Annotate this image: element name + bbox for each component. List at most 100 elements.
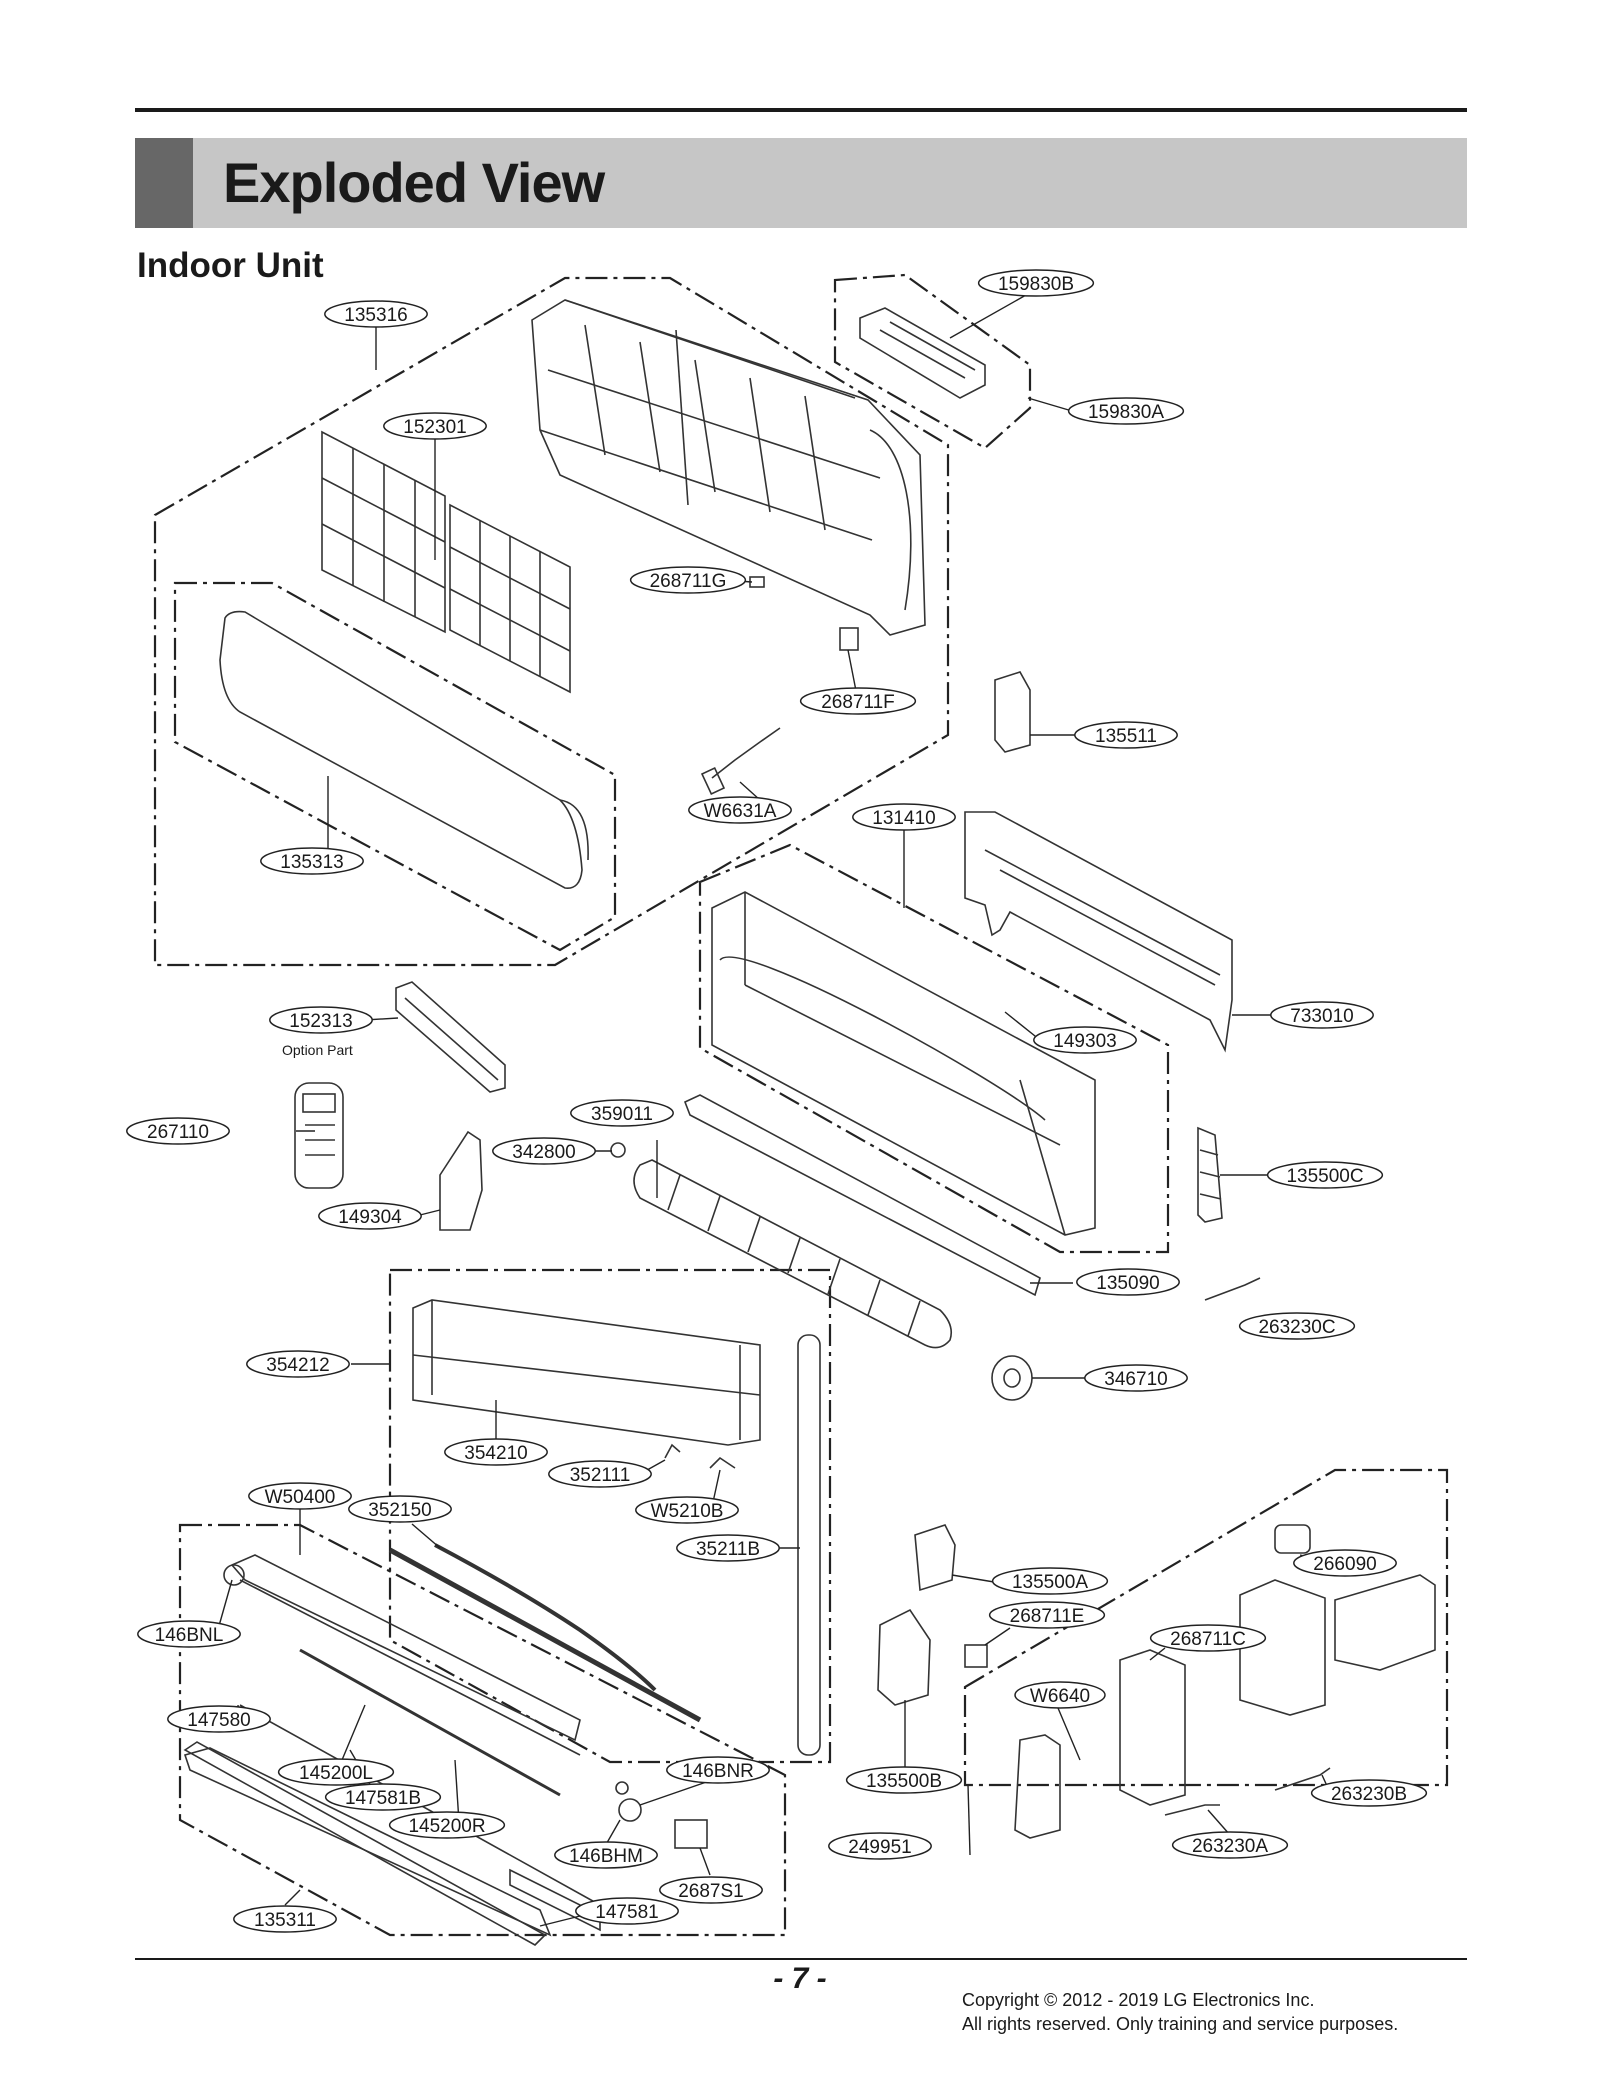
callout-label: 159830B [998, 274, 1074, 295]
callout-146bhm: 146BHM [554, 1841, 658, 1869]
callout-ellipse [554, 1841, 658, 1869]
callout-ellipse [318, 1202, 422, 1230]
bottom-rule [135, 1958, 1467, 1960]
callout-ellipse [1033, 1026, 1137, 1054]
callout-354212: 354212 [246, 1350, 350, 1378]
lower-vane-part [183, 1741, 547, 1946]
callout-label: 146BHM [569, 1846, 643, 1867]
outline-front-assembly [153, 276, 950, 967]
callout-ellipse [248, 1482, 352, 1510]
reactor-part [1274, 1524, 1311, 1554]
outline-control-group [963, 1468, 1449, 1787]
vane-motor-part [223, 1564, 642, 1822]
callout-label: 342800 [512, 1142, 575, 1163]
door-case-part [509, 1868, 601, 1932]
callout-label: 145200R [408, 1816, 485, 1837]
chassis-part [711, 891, 1096, 1236]
callout-label: 135311 [254, 1910, 316, 1931]
callout-ellipse [492, 1137, 596, 1165]
callout-ellipse [233, 1905, 337, 1933]
callout-label: 147581B [345, 1788, 421, 1809]
callout-159830b: 159830B [977, 269, 1095, 297]
callout-ellipse [1014, 1681, 1106, 1709]
callout-135311: 135311 [233, 1905, 337, 1933]
callout-ellipse [635, 1496, 739, 1524]
vane-link-part [299, 1648, 561, 1797]
outline-front-panel [173, 581, 617, 952]
callout-ellipse [799, 687, 917, 715]
callout-ellipse [1270, 1001, 1374, 1029]
title-banner: Exploded View [135, 138, 1467, 228]
part-sketches [183, 299, 1436, 1946]
callout-147581b: 147581B [324, 1783, 442, 1811]
callout-ellipse [666, 1756, 770, 1784]
callout-label: 266090 [1313, 1554, 1376, 1575]
outline-evaporator [388, 1268, 832, 1764]
callout-263230c: 263230C [1238, 1312, 1356, 1340]
callout-ellipse [852, 803, 956, 831]
sensor-board-part [839, 627, 859, 651]
callout-ellipse [629, 566, 747, 594]
vane-frame-part [230, 1554, 581, 1756]
callout-ellipse [1310, 1779, 1428, 1807]
callout-268711f: 268711F [799, 687, 917, 715]
top-cover-part [531, 299, 926, 636]
callout-label: W6631A [704, 801, 777, 822]
outline-vane-group [178, 1523, 787, 1937]
option-part-note: Option Part [282, 1042, 353, 1058]
callout-label: 249951 [848, 1837, 911, 1858]
callout-ellipse [246, 1350, 350, 1378]
callout-152301: 152301 [383, 412, 487, 440]
callout-ellipse [988, 1601, 1106, 1629]
group-outlines [153, 273, 1449, 1937]
callout-135500a: 135500A [991, 1567, 1109, 1595]
top-rule [135, 108, 1467, 112]
bearing-holder-part [439, 1130, 483, 1231]
banner-tab [135, 138, 193, 228]
callout-ellipse [977, 269, 1095, 297]
drain-hose-part [434, 1543, 657, 1692]
callout-352111: 352111 [548, 1460, 652, 1488]
callout-ellipse [1074, 721, 1178, 749]
callout-label: 152301 [403, 417, 466, 438]
callout-ellipse [388, 1811, 506, 1839]
callout-145200r: 145200R [388, 1811, 506, 1839]
callout-149304: 149304 [318, 1202, 422, 1230]
copyright-line-2: All rights reserved. Only training and s… [962, 2014, 1399, 2034]
section-title: Indoor Unit [137, 246, 324, 285]
callout-ellipse [828, 1832, 932, 1860]
callout-35211b: 35211B [676, 1534, 780, 1562]
callout-131410: 131410 [852, 803, 956, 831]
callout-ellipse [324, 1783, 442, 1811]
callout-label: 131410 [872, 808, 935, 829]
callout-267110: 267110 [126, 1117, 230, 1145]
page-number: - 7 - [773, 1962, 827, 1995]
callout-ellipse [167, 1705, 271, 1733]
callout-label: W50400 [265, 1487, 336, 1508]
outline-display-group [833, 273, 1032, 450]
callout-ellipse [676, 1534, 780, 1562]
callout-label: 135500C [1286, 1166, 1363, 1187]
callout-ellipse [548, 1460, 652, 1488]
callout-label: W5210B [651, 1501, 724, 1522]
callout-135313: 135313 [260, 847, 364, 875]
callout-label: 268711F [821, 692, 895, 713]
callout-352150: 352150 [348, 1495, 452, 1523]
callout-ellipse [269, 1006, 373, 1034]
pipe-part [797, 1334, 821, 1756]
page-title: Exploded View [223, 151, 605, 214]
remote-control-part [294, 1082, 344, 1189]
callout-label: 145200L [299, 1763, 373, 1784]
callout-135500b: 135500B [845, 1766, 963, 1794]
copyright-line-1: Copyright © 2012 - 2019 LG Electronics I… [962, 1990, 1315, 2010]
callout-label: 354212 [266, 1355, 329, 1376]
callout-346710: 346710 [1084, 1364, 1188, 1392]
callout-ellipse [1067, 397, 1185, 425]
installation-plate-part [964, 811, 1233, 1053]
callout-342800: 342800 [492, 1137, 596, 1165]
option-module-part [395, 981, 506, 1093]
callout-ellipse [1084, 1364, 1188, 1392]
callout-ellipse [1266, 1161, 1384, 1189]
cross-flow-fan-part [633, 1159, 953, 1349]
callout-ellipse [575, 1897, 679, 1925]
